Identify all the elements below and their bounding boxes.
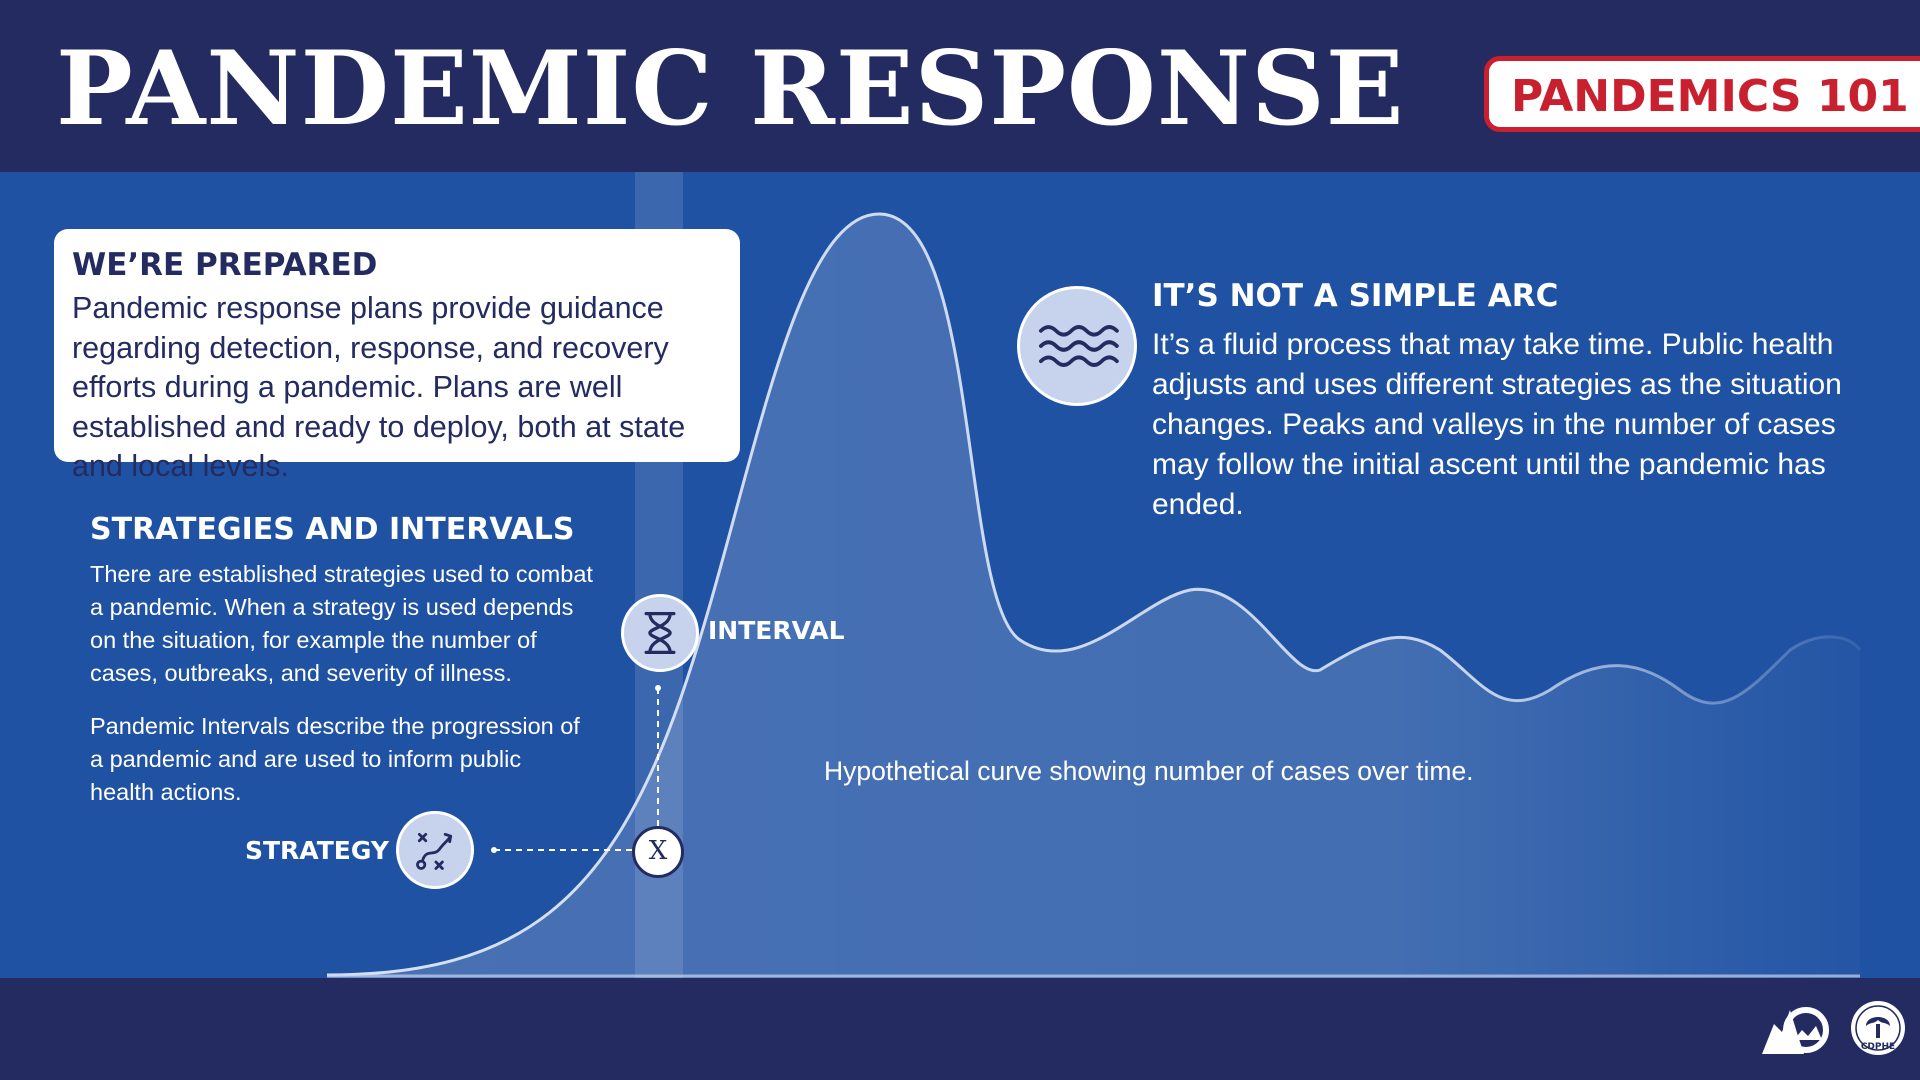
hourglass-icon (621, 594, 699, 672)
interval-label: INTERVAL (708, 616, 845, 645)
pandemics-101-badge: PANDEMICS 101 (1484, 56, 1920, 132)
strategy-marker: X (632, 826, 684, 878)
curve-caption: Hypothetical curve showing number of cas… (824, 756, 1474, 786)
strategy-label: STRATEGY (245, 836, 389, 865)
strategies-title: STRATEGIES AND INTERVALS (90, 512, 575, 547)
prepared-text: Pandemic response plans provide guidance… (72, 291, 686, 483)
arc-title: IT’S NOT A SIMPLE ARC (1152, 278, 1559, 314)
strategy-play-icon (396, 811, 474, 889)
strategies-paragraph-2: Pandemic Intervals describe the progress… (90, 713, 580, 805)
logo-text: CDPHE (1861, 1042, 1895, 1052)
strategies-paragraph-1: There are established strategies used to… (90, 561, 593, 686)
colorado-logo-icon (1762, 1007, 1829, 1054)
curve-line (326, 212, 1862, 977)
arc-text: It’s a fluid process that may take time.… (1152, 328, 1842, 521)
badge-label: PANDEMICS 101 (1511, 71, 1909, 122)
cdphe-seal-icon: CDPHE (1851, 1001, 1905, 1055)
waves-icon (1017, 286, 1137, 406)
page-title: PANDEMIC RESPONSE (56, 29, 1405, 149)
curve-area (327, 213, 1860, 979)
prepared-card: WE’RE PREPARED Pandemic response plans p… (54, 229, 740, 483)
footer-bar (0, 978, 1920, 1080)
colorado-cdphe-logo: CDPHE (1762, 1001, 1905, 1055)
prepared-title: WE’RE PREPARED (72, 247, 378, 283)
